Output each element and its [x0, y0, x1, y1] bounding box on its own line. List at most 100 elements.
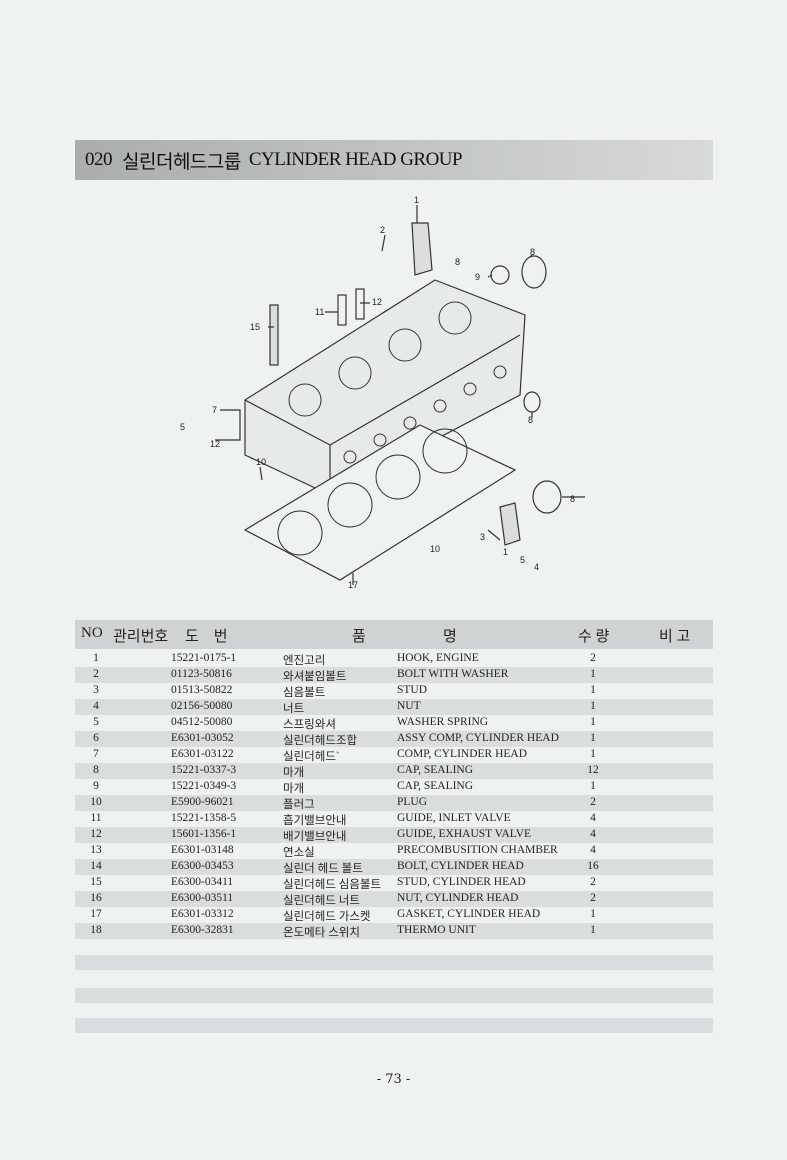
callout-4: 4	[534, 562, 539, 572]
callout-12: 12	[372, 297, 382, 307]
callout-1b: 1	[503, 547, 508, 557]
section-code: 020	[85, 149, 113, 170]
callout-11: 11	[315, 307, 324, 317]
table-row: 13 E6301-03148 연소실 PRECOMBUSITION CHAMBER 4	[75, 843, 713, 859]
quantity: 16	[587, 860, 599, 872]
section-title-kr: 실린더헤드그룹	[122, 151, 241, 173]
quantity: 1	[590, 748, 596, 760]
row-no: 2	[93, 668, 99, 680]
part-number: E6301-03312	[171, 908, 234, 920]
quantity: 1	[590, 684, 596, 696]
quantity: 4	[590, 844, 596, 856]
header-qty: 수 량	[578, 629, 610, 645]
part-number: 15221-0175-1	[171, 652, 237, 664]
quantity: 4	[590, 812, 596, 824]
row-no: 8	[93, 764, 99, 776]
row-no: 10	[90, 796, 102, 808]
header-mgmt: 관리번호	[113, 629, 169, 645]
row-no: 16	[90, 892, 102, 904]
quantity: 2	[590, 876, 596, 888]
part-number: 02156-50080	[171, 700, 233, 712]
quantity: 1	[590, 700, 596, 712]
name-korean: 연소실	[283, 847, 315, 859]
callout-3: 3	[480, 532, 485, 542]
name-korean: 마개	[283, 783, 305, 795]
part-number: E6300-03453	[171, 860, 234, 872]
name-english: THERMO UNIT	[397, 924, 476, 936]
callout-2: 2	[380, 225, 385, 235]
quantity: 2	[590, 796, 596, 808]
row-no: 9	[93, 780, 99, 792]
exploded-diagram: 1 2 8 9 8 11 12 15 7 5 12 8 10 8 3 1 5 4…	[180, 195, 585, 590]
name-english: GUIDE, EXHAUST VALVE	[397, 828, 532, 840]
row-no: 18	[90, 924, 102, 936]
row-no: 17	[90, 908, 102, 920]
row-no: 3	[93, 684, 99, 696]
row-no: 7	[93, 748, 99, 760]
part-number: E6301-03148	[171, 844, 234, 856]
callout-15: 15	[250, 322, 260, 332]
row-no: 1	[93, 652, 99, 664]
page-number: - 73 -	[376, 1072, 411, 1087]
name-korean: 심음볼트	[283, 687, 326, 699]
name-english: STUD, CYLINDER HEAD	[397, 876, 526, 888]
callout-9: 9	[475, 272, 480, 282]
name-english: CAP, SEALING	[397, 780, 474, 792]
row-no: 12	[90, 828, 102, 840]
parts-table-header: NO 관리번호 도 번 품 명 수 량 비 고	[75, 620, 713, 649]
quantity: 1	[590, 716, 596, 728]
callout-6: 5	[180, 422, 185, 432]
name-english: PRECOMBUSITION CHAMBER	[397, 844, 558, 856]
name-english: NUT, CYLINDER HEAD	[397, 892, 519, 904]
header-drawing: 도 번	[185, 629, 228, 645]
empty-row	[75, 988, 713, 1003]
name-english: GASKET, CYLINDER HEAD	[397, 908, 541, 920]
name-korean: 실린더헤드 가스켓	[283, 911, 371, 923]
name-korean: 실린더 헤드 볼트	[283, 863, 363, 875]
quantity: 4	[590, 828, 596, 840]
header-remark: 비 고	[659, 629, 691, 645]
name-english: BOLT WITH WASHER	[397, 668, 509, 680]
name-english: HOOK, ENGINE	[397, 652, 479, 664]
quantity: 1	[590, 780, 596, 792]
part-number: E6301-03052	[171, 732, 234, 744]
name-english: WASHER SPRING	[397, 716, 489, 728]
row-no: 6	[93, 732, 99, 744]
part-number: 15221-1358-5	[171, 812, 237, 824]
row-no: 13	[90, 844, 102, 856]
part-number: 15601-1356-1	[171, 828, 237, 840]
callout-1: 1	[414, 195, 419, 205]
callout-10: 10	[256, 457, 266, 467]
name-korean: 흡기밸브안내	[283, 815, 347, 827]
name-korean: 온도메타 스위치	[283, 927, 360, 939]
name-english: STUD	[397, 684, 428, 696]
name-korean: 플러그	[283, 799, 315, 811]
callout-8d: 8	[570, 494, 575, 504]
name-korean: 실린더헤드 너트	[283, 895, 360, 907]
part-number: E5900-96021	[171, 796, 234, 808]
name-english: NUT	[397, 700, 421, 712]
name-korean: 실린더헤드조합	[283, 735, 358, 747]
row-no: 11	[90, 812, 102, 824]
callout-10b: 10	[430, 544, 440, 554]
part-number: 01513-50822	[171, 684, 233, 696]
row-no: 4	[93, 700, 99, 712]
header-no: NO	[81, 625, 103, 641]
name-english: BOLT, CYLINDER HEAD	[397, 860, 524, 872]
name-korean: 엔진고리	[283, 655, 326, 667]
quantity: 1	[590, 668, 596, 680]
table-row: 17 E6301-03312 실린더헤드 가스켓 GASKET, CYLINDER H…	[75, 907, 713, 923]
part-number: E6300-03511	[171, 892, 234, 904]
